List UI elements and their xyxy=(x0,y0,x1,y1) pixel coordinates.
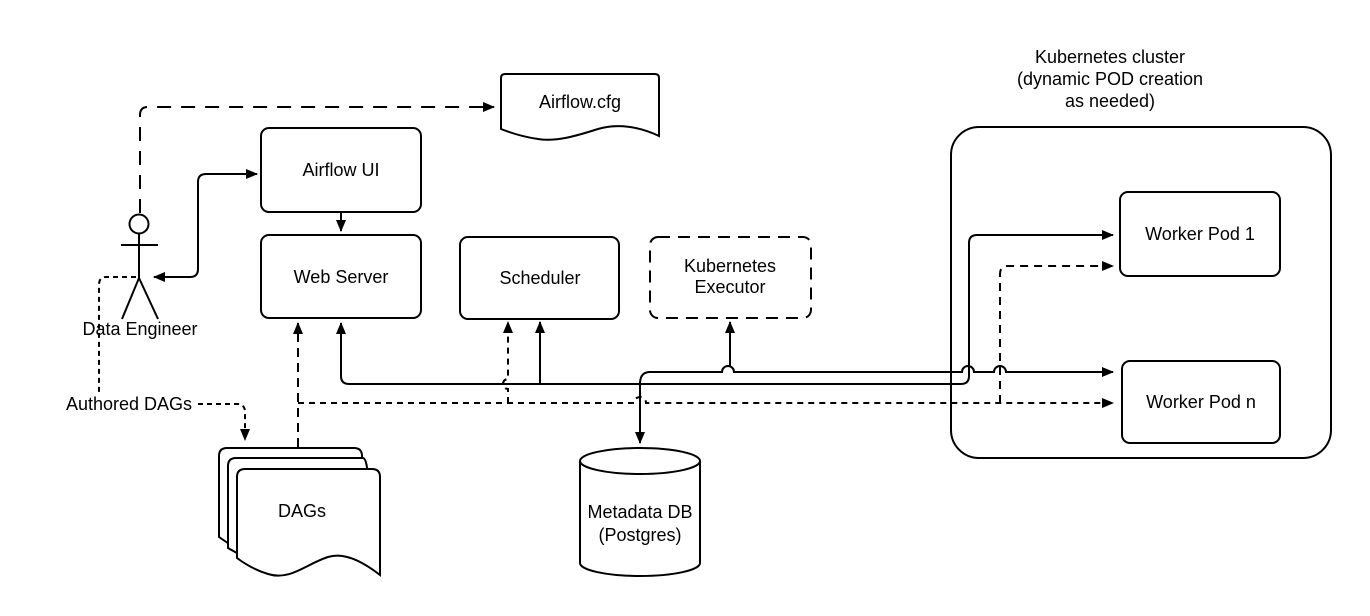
kubernetes-executor-label-line1: Kubernetes xyxy=(684,256,776,276)
metadata-db-node: Metadata DB (Postgres) xyxy=(579,447,701,577)
data-engineer-actor: Data Engineer xyxy=(82,213,198,339)
web-server-box xyxy=(260,234,422,319)
scheduler-box xyxy=(459,236,620,320)
authored-dags-label: Authored DAGs xyxy=(66,394,192,414)
worker-pod-n-label: Worker Pod n xyxy=(1146,392,1256,412)
edge-dags-bus-to-scheduler xyxy=(502,321,513,403)
airflow-cfg-label: Airflow.cfg xyxy=(539,92,621,112)
worker-pod-n-box xyxy=(1121,360,1281,444)
kubernetes-cluster-label-line3: as needed) xyxy=(1065,91,1155,111)
edge-dags-bus-to-worker-pod-n xyxy=(298,396,1114,408)
metadata-db-cylinder-lip xyxy=(579,460,701,475)
dags-node: DAGs xyxy=(218,447,381,578)
kubernetes-executor-label-line2: Executor xyxy=(694,277,765,297)
airflow-cfg-document-shape xyxy=(500,73,660,141)
actor-body xyxy=(121,234,159,320)
worker-pod-1-box xyxy=(1119,191,1281,277)
airflow-ui-node: Airflow UI xyxy=(260,127,422,213)
scheduler-node: Scheduler xyxy=(459,236,620,320)
kubernetes-cluster-label-line1: Kubernetes cluster xyxy=(1035,47,1185,67)
metadata-db-label-line2: (Postgres) xyxy=(598,525,681,545)
worker-pod-1-label: Worker Pod 1 xyxy=(1145,224,1255,244)
airflow-cfg-node: Airflow.cfg xyxy=(500,73,660,141)
edge-dags-bus-to-worker-pod-1 xyxy=(999,261,1114,403)
worker-pod-n-node: Worker Pod n xyxy=(1121,360,1281,444)
edge-solid-bus-to-worker-pod-n xyxy=(639,365,1114,385)
edge-data-engineer-airflow-ui xyxy=(153,169,258,282)
dags-document-front xyxy=(236,468,381,578)
metadata-db-cylinder xyxy=(579,447,701,577)
kubernetes-executor-node: Kubernetes Executor xyxy=(649,236,812,319)
edge-data-engineer-to-airflow-cfg xyxy=(139,102,495,213)
dags-label: DAGs xyxy=(278,501,326,521)
airflow-ui-label: Airflow UI xyxy=(302,160,379,180)
web-server-label: Web Server xyxy=(294,267,389,287)
data-engineer-label: Data Engineer xyxy=(82,319,197,339)
edge-solid-bus-web-server-to-worker-pod-1 xyxy=(336,230,1114,385)
edge-authored-dags-to-dags xyxy=(198,403,250,441)
metadata-db-label-line1: Metadata DB xyxy=(587,502,692,522)
airflow-ui-box xyxy=(260,127,422,213)
edge-data-engineer-to-authored-dags xyxy=(98,276,136,393)
scheduler-label: Scheduler xyxy=(499,268,580,288)
actor-head xyxy=(128,213,150,235)
kubernetes-cluster-label-line2: (dynamic POD creation xyxy=(1017,69,1203,89)
kubernetes-executor-box xyxy=(649,236,812,319)
web-server-node: Web Server xyxy=(260,234,422,319)
worker-pod-1-node: Worker Pod 1 xyxy=(1119,191,1281,277)
